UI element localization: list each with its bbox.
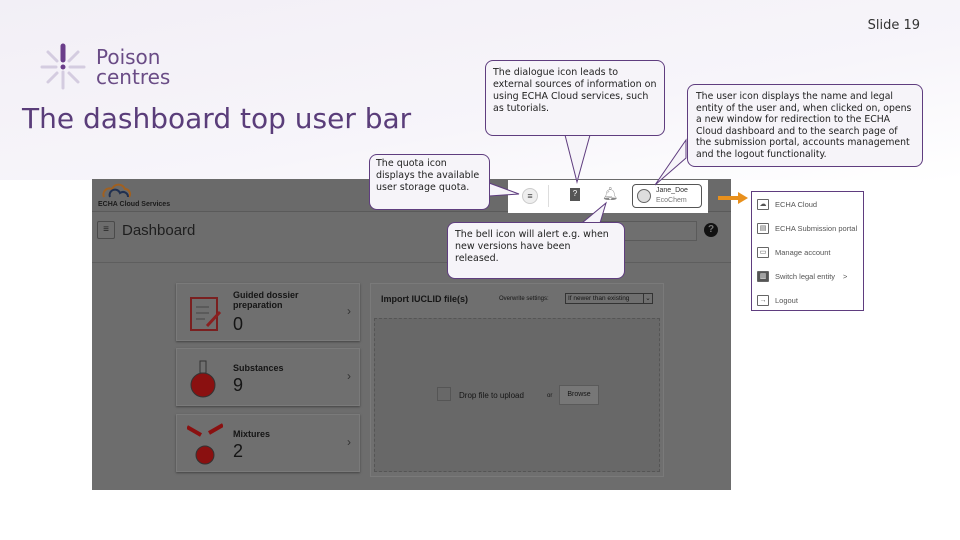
document-lock-icon: ▤ <box>757 222 769 234</box>
menu-toggle-button[interactable]: ≡ <box>97 221 115 239</box>
drop-text: Drop file to upload <box>459 391 524 400</box>
mixing-flasks-icon <box>187 423 223 465</box>
dialogue-icon[interactable]: ? <box>570 188 580 201</box>
menu-item-submission-portal[interactable]: ▤ ECHA Submission portal <box>752 216 863 240</box>
menu-label: Logout <box>775 295 798 305</box>
bell-icon[interactable]: 🔔︎ <box>602 186 619 201</box>
browse-button[interactable]: Browse <box>559 385 599 405</box>
menu-item-manage-account[interactable]: ▭ Manage account <box>752 240 863 264</box>
logout-icon: → <box>757 294 769 306</box>
import-panel: Import IUCLID file(s) Overwrite settings… <box>370 283 664 477</box>
callout-quota: The quota icon displays the available us… <box>369 154 490 210</box>
user-entity: EcoChem <box>656 197 687 204</box>
menu-item-echa-cloud[interactable]: ☁ ECHA Cloud <box>752 192 863 216</box>
chevron-right-icon: > <box>843 271 848 281</box>
brand-name: ECHA Cloud Services <box>98 201 171 208</box>
card-label: Guided dossier preparation <box>233 290 299 310</box>
bell-pointer <box>580 201 607 224</box>
card-mixtures[interactable]: Mixtures 2 › <box>176 414 360 472</box>
card-substances[interactable]: Substances 9 › <box>176 348 360 406</box>
user-icon <box>637 189 651 203</box>
overwrite-value: If newer than existing <box>568 295 630 302</box>
upload-icon <box>437 387 451 401</box>
user-menu: ☁ ECHA Cloud ▤ ECHA Submission portal ▭ Man… <box>751 191 864 311</box>
slide-title: The dashboard top user bar <box>22 102 412 135</box>
chevron-right-icon: › <box>347 435 351 449</box>
card-guided-dossier[interactable]: Guided dossier preparation 0 › <box>176 283 360 341</box>
user-bar: ≡ ? 🔔︎ Jane_Doe EcoChem <box>508 180 708 213</box>
chevron-down-icon: ⌄ <box>643 294 652 303</box>
card-count: 2 <box>233 441 244 461</box>
logo-line-2: centres <box>96 65 171 89</box>
menu-label: Manage account <box>775 247 831 257</box>
logo-line-1: Poison <box>96 45 161 69</box>
chevron-right-icon: › <box>347 304 351 318</box>
overwrite-label: Overwrite settings: <box>499 296 549 302</box>
callout-dialogue: The dialogue icon leads to external sour… <box>485 60 665 136</box>
callout-bell: The bell icon will alert e.g. when new v… <box>447 222 625 279</box>
menu-label: Switch legal entity <box>775 271 836 281</box>
dialogue-pointer <box>564 134 591 184</box>
card-count: 9 <box>233 375 244 395</box>
user-button[interactable]: Jane_Doe EcoChem <box>632 184 702 208</box>
orange-arrow <box>718 196 740 200</box>
divider <box>548 185 549 207</box>
orange-arrow-head <box>738 192 748 204</box>
cloud-icon: ☁ <box>757 198 769 210</box>
slide-number: Slide 19 <box>867 18 920 33</box>
quota-pointer <box>488 182 520 197</box>
import-title: Import IUCLID file(s) <box>381 294 468 304</box>
menu-label: ECHA Submission portal <box>775 223 858 233</box>
flask-icon <box>190 360 216 398</box>
overwrite-select[interactable]: If newer than existing ⌄ <box>565 293 653 304</box>
menu-label: ECHA Cloud <box>775 199 818 209</box>
quota-icon[interactable]: ≡ <box>522 188 538 204</box>
menu-item-logout[interactable]: → Logout <box>752 288 863 312</box>
exclamation-burst-icon <box>40 43 86 90</box>
menu-item-switch-legal-entity[interactable]: ▥ Switch legal entity > <box>752 264 863 288</box>
id-card-icon: ▭ <box>757 246 769 258</box>
card-label: Substances <box>233 363 284 373</box>
buildings-icon: ▥ <box>757 270 769 282</box>
help-icon[interactable]: ? <box>704 223 718 237</box>
user-pointer <box>654 138 687 186</box>
card-count: 0 <box>233 314 244 334</box>
drop-zone[interactable]: Drop file to upload or Browse <box>374 318 660 472</box>
chevron-right-icon: › <box>347 369 351 383</box>
clipboard-icon <box>190 297 222 331</box>
callout-user: The user icon displays the name and lega… <box>687 84 923 167</box>
page-title: Dashboard <box>122 222 196 239</box>
echa-cloud-logo[interactable]: ECHA Cloud Services <box>98 181 188 211</box>
user-name: Jane_Doe <box>656 187 688 194</box>
or-text: or <box>547 393 553 399</box>
cloud-logo-icon <box>102 183 131 198</box>
card-label: Mixtures <box>233 429 271 439</box>
